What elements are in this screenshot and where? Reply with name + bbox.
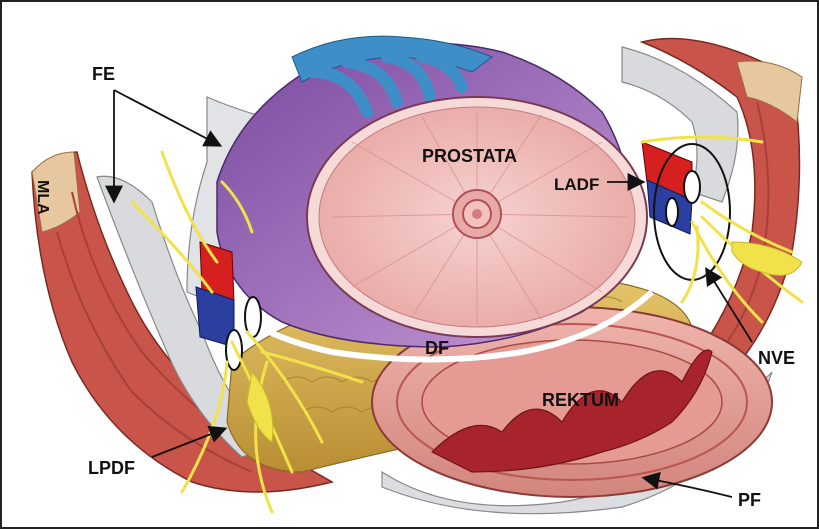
label-nve: NVE: [758, 348, 795, 368]
label-lpdf: LPDF: [88, 458, 135, 478]
label-fe: FE: [92, 64, 115, 84]
label-df: DF: [425, 338, 449, 358]
label-pf: PF: [738, 490, 761, 510]
label-prostata: PROSTATA: [422, 146, 517, 166]
label-mla: MLA: [34, 180, 51, 215]
fe-arrow-upper: [114, 90, 219, 145]
label-ladf: LADF: [554, 175, 599, 194]
label-rektum: REKTUM: [542, 390, 619, 410]
